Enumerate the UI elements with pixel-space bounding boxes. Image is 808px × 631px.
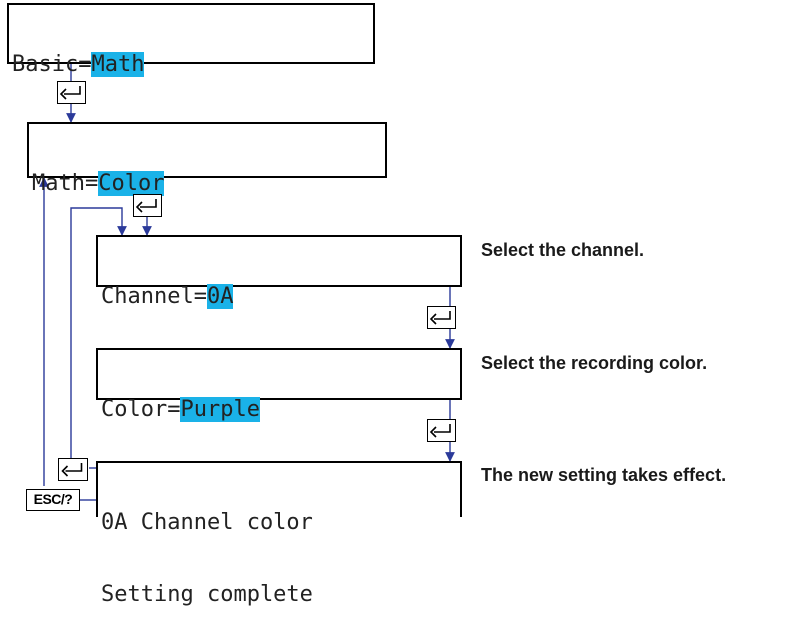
basic-prefix: Basic=: [12, 52, 92, 77]
note-select-channel: Select the channel.: [481, 240, 645, 260]
enter-key-icon[interactable]: [58, 458, 88, 481]
screen-basic: Basic=Math: [7, 3, 375, 77]
basic-value: Math: [91, 52, 145, 77]
enter-key-icon[interactable]: [133, 194, 162, 217]
esc-key[interactable]: ESC/?: [26, 489, 80, 511]
enter-arrow-icon: [59, 86, 81, 100]
note-select-color: Select the recording color.: [481, 353, 708, 373]
channel-value: 0A: [206, 284, 234, 309]
note-setting-effect: The new setting takes effect.: [481, 465, 727, 485]
screen-math: Math=Color: [27, 122, 387, 196]
math-prefix: Math=: [32, 171, 99, 196]
esc-key-label: ESC/?: [33, 491, 73, 507]
complete-line-1: 0A Channel color: [101, 510, 313, 535]
enter-key-icon[interactable]: [57, 81, 86, 104]
arrow-loop-to-channel: [70, 207, 127, 460]
enter-arrow-icon: [61, 463, 83, 477]
enter-arrow-icon: [429, 424, 451, 438]
screen-complete: 0A Channel color Setting complete: [96, 461, 462, 607]
color-value: Purple: [180, 397, 260, 422]
enter-arrow-icon: [429, 311, 451, 325]
screen-color: Color=Purple: [96, 348, 462, 422]
enter-arrow-icon: [135, 199, 157, 213]
screen-channel: Channel=0A: [96, 235, 462, 309]
complete-line-2: Setting complete: [101, 582, 313, 607]
math-value: Color: [98, 171, 165, 196]
enter-key-icon[interactable]: [427, 306, 456, 329]
color-prefix: Color=: [101, 397, 181, 422]
enter-key-icon[interactable]: [427, 419, 456, 442]
channel-prefix: Channel=: [101, 284, 207, 309]
